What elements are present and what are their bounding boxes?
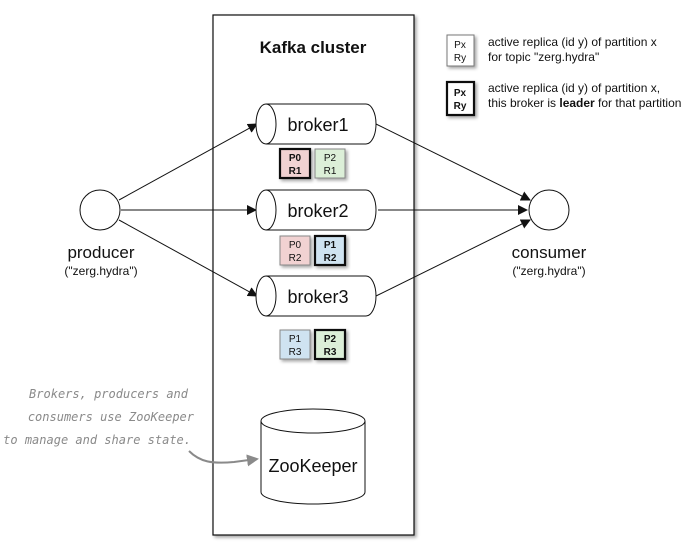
broker3-node: broker3	[255, 275, 377, 317]
legend-leader-text-1: active replica (id y) of partition x,	[488, 81, 660, 95]
note-arrow	[188, 450, 259, 467]
arrow-producer-broker3	[118, 219, 258, 297]
zookeeper-node: ZooKeeper	[260, 408, 366, 505]
partition-id: P2	[324, 153, 337, 164]
replica-id: R3	[324, 347, 337, 358]
broker3-label: broker3	[287, 287, 348, 307]
legend-replica-p: Px	[454, 40, 466, 51]
broker2-label: broker2	[287, 201, 348, 221]
consumer-label: consumer	[512, 243, 587, 262]
broker1-node: broker1	[255, 103, 377, 145]
legend-replica-text-2: for topic "zerg.hydra"	[488, 50, 599, 64]
legend-leader-text-2: this broker is leader for that partition	[488, 96, 681, 110]
producer-label: producer	[67, 243, 134, 262]
note-line3: to manage and share state.	[3, 433, 191, 447]
replica-id: R3	[289, 347, 302, 358]
consumer-node	[528, 189, 570, 231]
legend-replica-r: Ry	[454, 53, 466, 64]
arrow-broker3-consumer	[375, 219, 531, 297]
replica-id: R1	[324, 166, 337, 177]
legend-replica-text-1: active replica (id y) of partition x	[488, 35, 657, 49]
consumer-topic: ("zerg.hydra")	[512, 264, 585, 278]
broker1-label: broker1	[287, 115, 348, 135]
broker2-node: broker2	[255, 189, 377, 231]
partition-id: P1	[289, 334, 302, 345]
legend-leader-p: Px	[454, 88, 467, 99]
replica-id: R2	[289, 253, 302, 264]
producer-topic: ("zerg.hydra")	[64, 264, 137, 278]
partition-id: P1	[324, 240, 337, 251]
arrow-broker1-consumer	[375, 123, 531, 201]
cluster-title: Kafka cluster	[260, 38, 367, 57]
partition-id: P0	[289, 153, 302, 164]
partition-id: P0	[289, 240, 302, 251]
legend-leader-box	[445, 80, 476, 117]
replica-id: R2	[324, 253, 337, 264]
note-line2: consumers use ZooKeeper	[28, 410, 195, 424]
legend: Px Ry active replica (id y) of partition…	[445, 34, 681, 117]
legend-leader-r: Ry	[454, 101, 467, 112]
partition-id: P2	[324, 334, 337, 345]
producer-node	[79, 189, 121, 231]
arrow-producer-broker1	[118, 123, 258, 201]
replica-id: R1	[289, 166, 302, 177]
note-line1: Brokers, producers and	[29, 387, 189, 401]
legend-replica-box	[446, 34, 475, 67]
zookeeper-label: ZooKeeper	[268, 456, 357, 476]
